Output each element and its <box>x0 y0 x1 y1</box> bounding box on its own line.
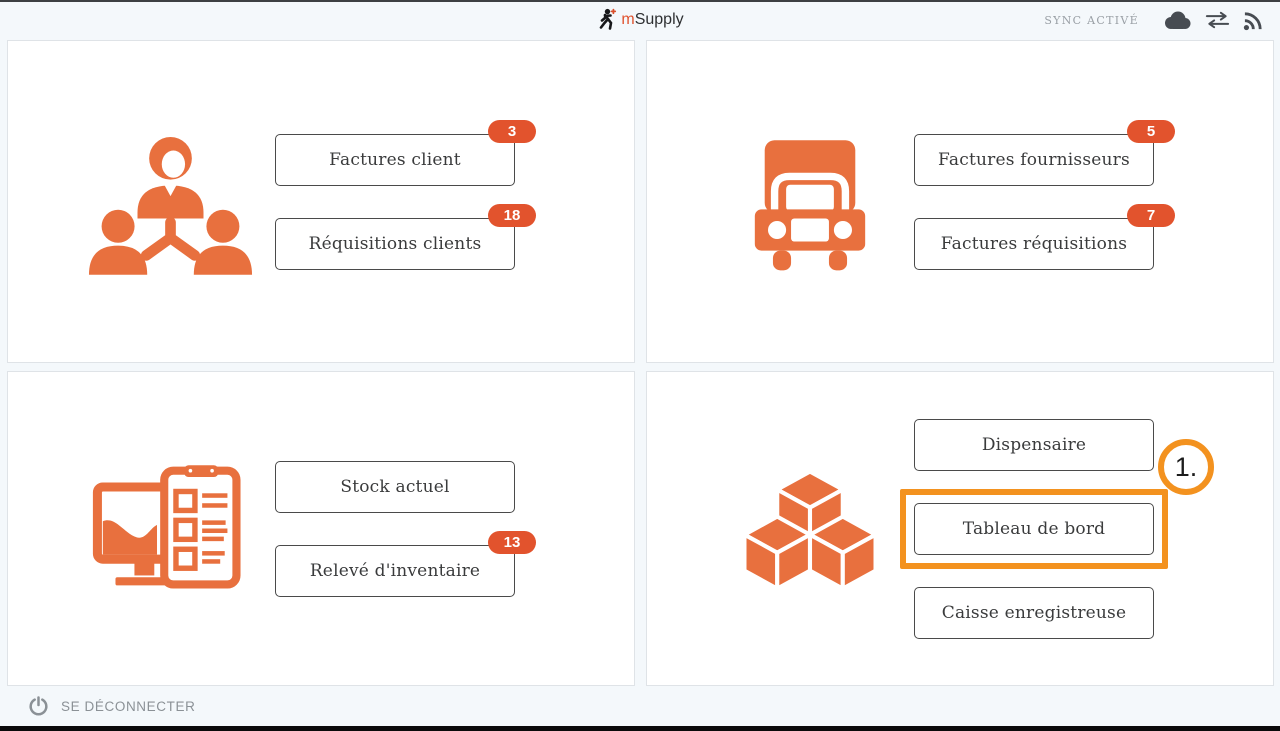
msupply-runner-icon <box>600 8 617 30</box>
panel-customers: Factures client 3 Réquisitions clients 1… <box>7 40 635 363</box>
panel-modules: Dispensaire Tableau de bord Caisse enreg… <box>646 371 1274 686</box>
customer-requisitions-badge: 18 <box>488 203 536 227</box>
cubes-icon <box>741 469 878 591</box>
stocktake-button[interactable]: Relevé d'inventaire <box>275 544 515 597</box>
stock-icon <box>92 465 241 589</box>
wireless-icon[interactable] <box>1243 10 1264 31</box>
sync-status-area: SYNC ACTIVÉ <box>1044 2 1264 38</box>
truck-icon <box>754 139 865 270</box>
sync-status-label: SYNC ACTIVÉ <box>1044 13 1139 27</box>
customer-invoices-button[interactable]: Factures client <box>275 133 515 186</box>
tutorial-highlight-box: Tableau de bord <box>900 488 1168 569</box>
main-grid: Factures client 3 Réquisitions clients 1… <box>7 40 1274 686</box>
dispensary-button[interactable]: Dispensaire <box>914 418 1154 471</box>
annotation-step-1: 1. <box>1158 439 1214 495</box>
cash-register-button[interactable]: Caisse enregistreuse <box>914 586 1154 639</box>
bottom-bar <box>0 726 1280 731</box>
stocktake-badge: 13 <box>488 530 536 554</box>
supplier-requisitions-button[interactable]: Factures réquisitions <box>914 217 1154 270</box>
dashboard-button[interactable]: Tableau de bord <box>914 502 1154 555</box>
msupply-logo: mSupply <box>596 8 684 32</box>
panel-stock: Stock actuel Relevé d'inventaire 13 <box>7 371 635 686</box>
supplier-invoices-badge: 5 <box>1127 119 1175 143</box>
power-icon[interactable] <box>28 695 49 717</box>
sync-arrows-icon[interactable] <box>1205 11 1230 29</box>
header: mSupply SYNC ACTIVÉ <box>0 2 1280 38</box>
logo-text-supply: Supply <box>634 11 684 28</box>
customer-invoices-badge: 3 <box>488 119 536 143</box>
panel-suppliers: Factures fournisseurs 5 Factures réquisi… <box>646 40 1274 363</box>
customer-requisitions-button[interactable]: Réquisitions clients <box>275 217 515 270</box>
logo-text-m: m <box>621 11 635 28</box>
cloud-icon[interactable] <box>1162 10 1192 31</box>
footer: SE DÉCONNECTER <box>0 686 1280 726</box>
annotation-step-1-label: 1. <box>1174 451 1198 482</box>
logout-button[interactable]: SE DÉCONNECTER <box>61 698 196 714</box>
current-stock-button[interactable]: Stock actuel <box>275 460 515 513</box>
supplier-invoices-button[interactable]: Factures fournisseurs <box>914 133 1154 186</box>
customers-icon <box>88 136 253 275</box>
supplier-requisitions-badge: 7 <box>1127 203 1175 227</box>
